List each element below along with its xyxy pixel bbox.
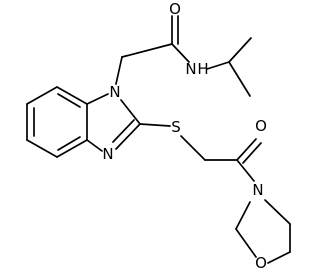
bond	[228, 61, 251, 97]
bond	[139, 123, 171, 127]
atom-label-n1: N	[109, 83, 120, 101]
bond	[86, 139, 103, 152]
atom-label-n3: N	[102, 145, 113, 163]
bond	[57, 93, 81, 108]
atom-label-n-morpholine: N	[252, 181, 263, 199]
bond	[171, 43, 190, 63]
bond	[235, 201, 251, 230]
atom-label-n-amide: N	[185, 60, 196, 78]
amide-sidechain	[115, 15, 252, 97]
atom-label-o-amide: O	[169, 0, 181, 18]
bond	[115, 123, 141, 150]
bond	[206, 61, 230, 70]
benzene-ring	[26, 86, 88, 158]
atom-labels: O N H N S N O N O	[102, 0, 267, 272]
thioether-sidechain	[139, 123, 262, 182]
bond	[57, 136, 81, 151]
atom-label-o-ketone: O	[255, 117, 267, 135]
bond	[228, 37, 252, 63]
atom-label-o-morpholine: O	[255, 254, 267, 272]
morpholine-ring	[235, 199, 291, 264]
bond	[236, 159, 255, 182]
bond	[26, 139, 58, 158]
atom-label-s: S	[171, 118, 181, 136]
bond	[115, 56, 123, 85]
bond	[267, 251, 291, 264]
bond	[121, 43, 173, 58]
bond	[180, 135, 206, 161]
bond	[242, 142, 262, 164]
bond	[112, 119, 135, 143]
bond	[56, 139, 88, 158]
bond	[86, 93, 109, 105]
bond	[264, 199, 291, 225]
atom-label-h-amide: H	[197, 60, 208, 78]
bond	[56, 86, 88, 105]
imidazole-ring	[86, 93, 141, 152]
bond	[26, 86, 58, 105]
bond	[120, 99, 141, 125]
bond	[236, 138, 257, 161]
bond	[235, 228, 257, 258]
